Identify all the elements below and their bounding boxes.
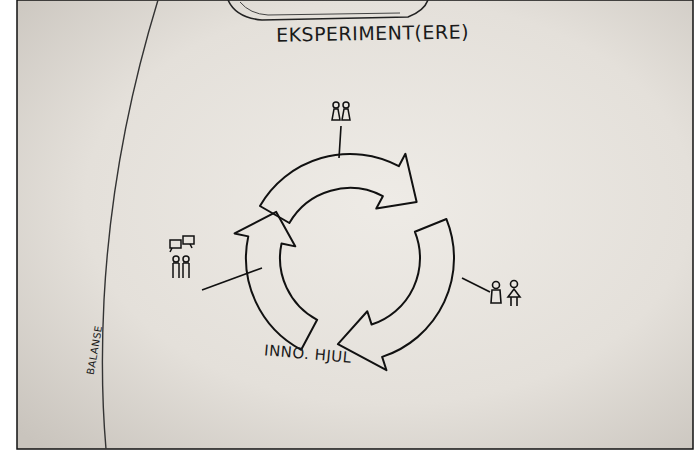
cycle-arrow — [260, 154, 417, 223]
people-icon — [491, 281, 520, 307]
people-icon — [332, 102, 350, 120]
partial-shape-inner — [240, 2, 400, 15]
cycle-arrow — [235, 212, 318, 350]
leader-line — [339, 126, 341, 158]
partial-shape — [228, 0, 428, 20]
boundary-curve — [102, 0, 158, 449]
people-icon — [170, 236, 194, 278]
cycle-arrow — [338, 219, 454, 370]
leader-line — [462, 278, 490, 292]
leader-line — [202, 268, 262, 290]
board-surface — [17, 0, 693, 449]
heading-note: EKSPERIMENT(ERE) — [276, 22, 469, 44]
